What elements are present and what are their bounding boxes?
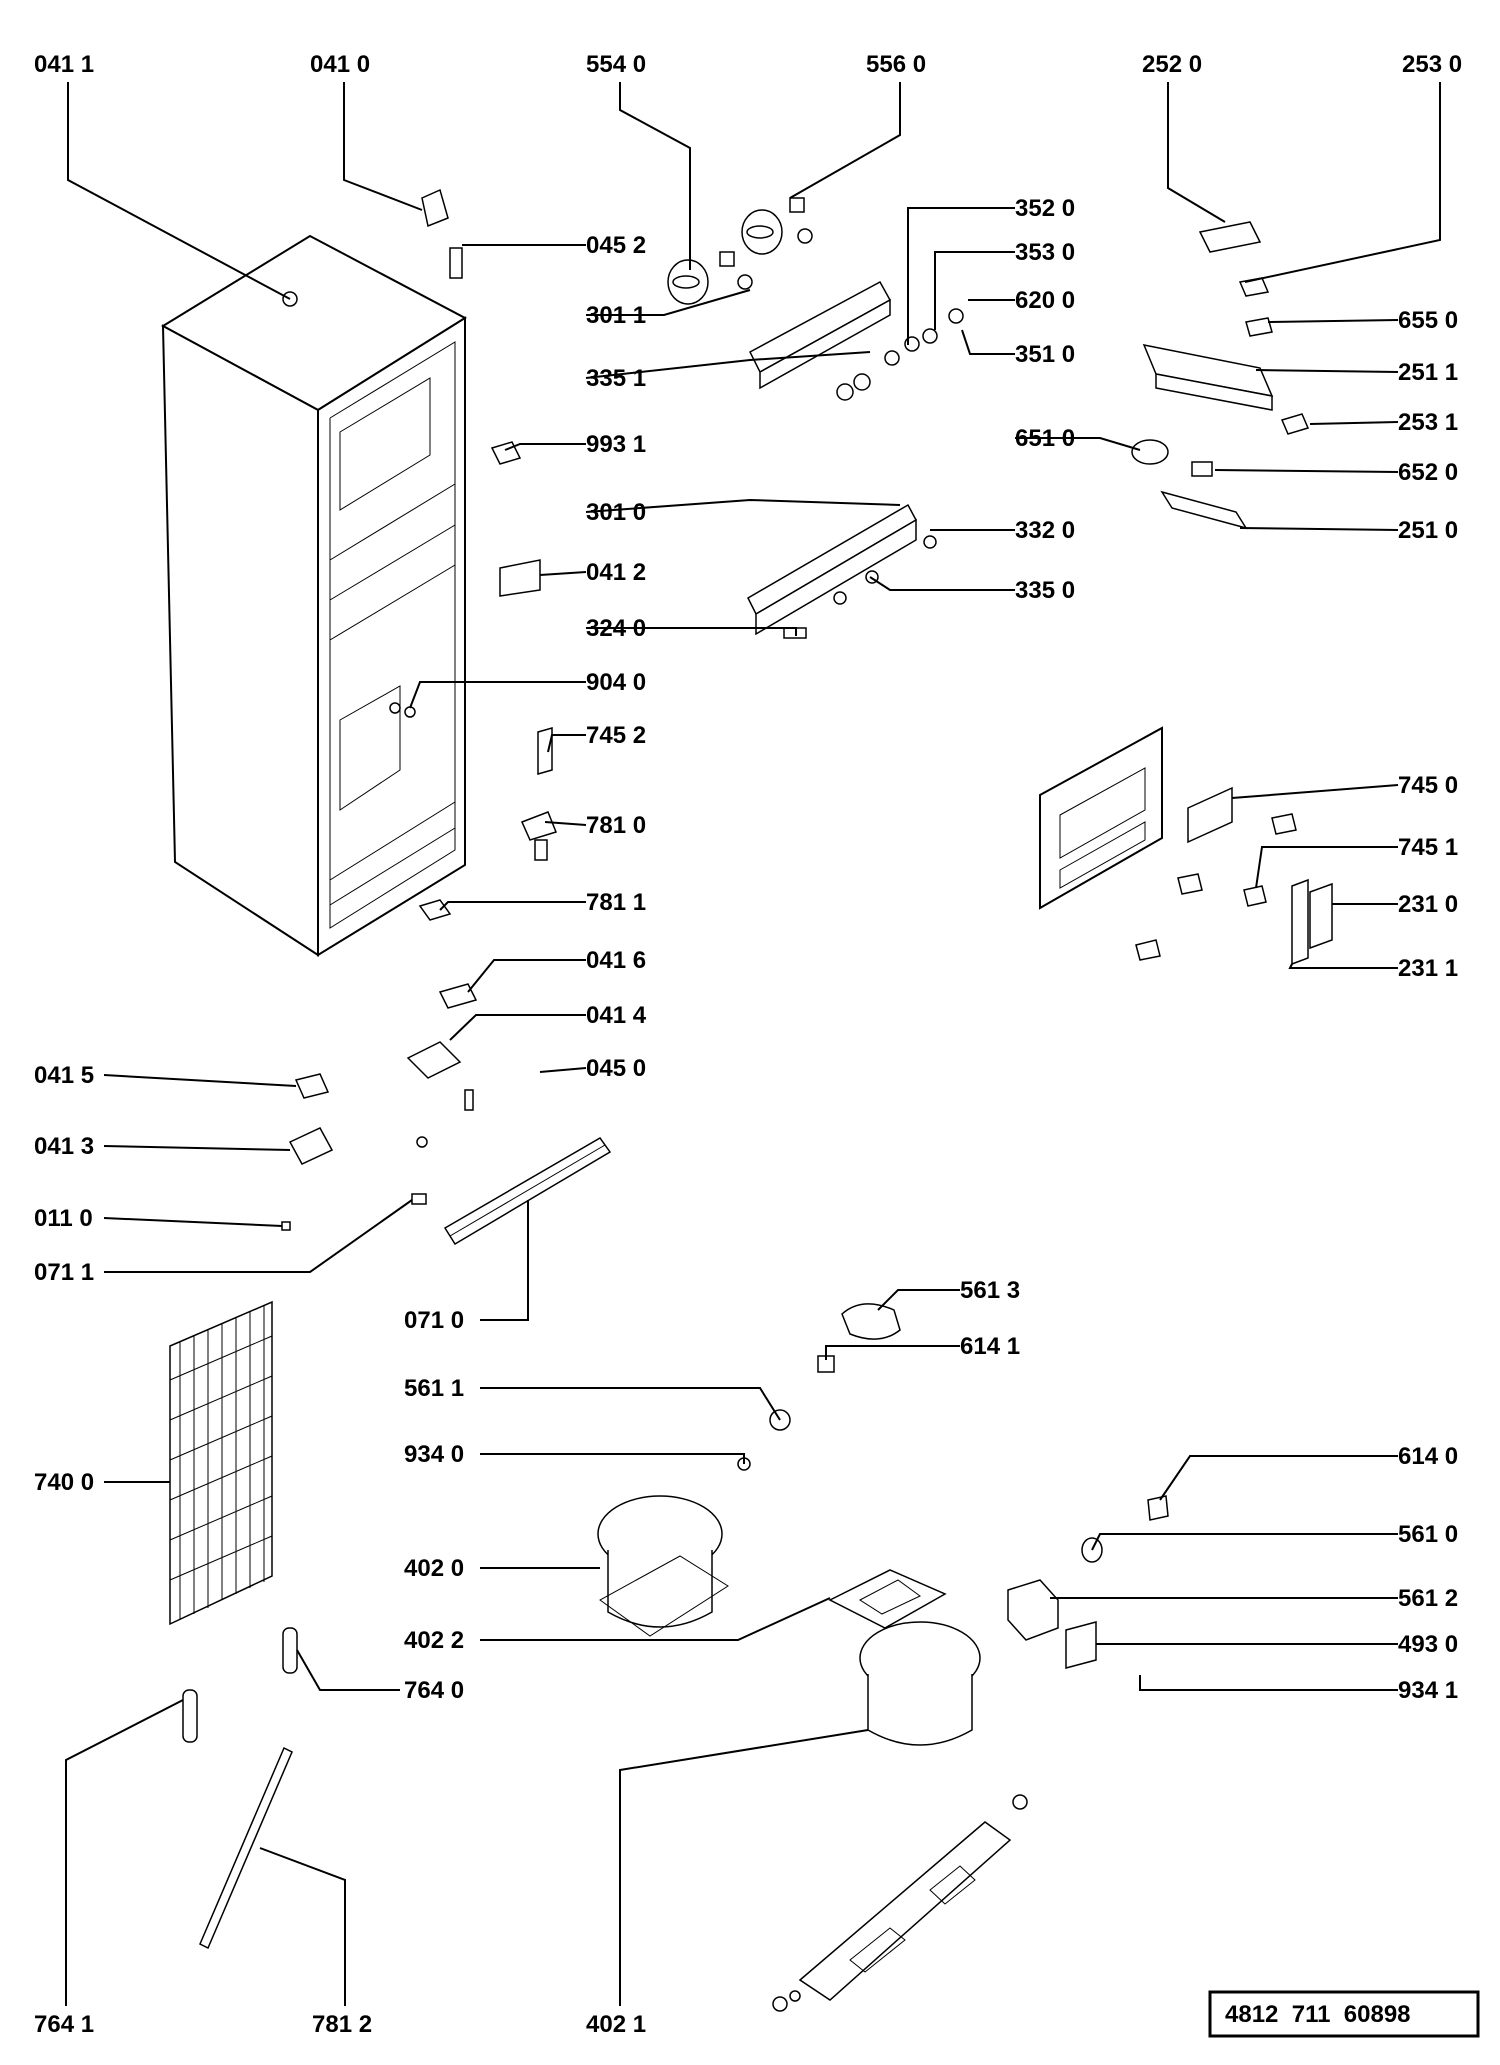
part-label-614-1: 614 1	[960, 1333, 1020, 1360]
part-label-652-0: 652 0	[1398, 459, 1458, 486]
part-label-745-2: 745 2	[586, 722, 646, 749]
base-tray-illustration	[828, 1569, 947, 1629]
compressor-bottom-illustration	[772, 1621, 1028, 2012]
part-label-745-1: 745 1	[1398, 834, 1458, 861]
compressor-top-illustration	[597, 1495, 729, 1637]
document-reference-box: 4812 711 60898	[1208, 1990, 1480, 2038]
rail-illustration	[443, 1137, 612, 1246]
part-label-041-1: 041 1	[34, 51, 94, 78]
part-label-764-0: 764 0	[404, 1677, 464, 1704]
hinge-parts	[281, 188, 557, 1231]
compressor-electrical-parts	[737, 1303, 1169, 1669]
filter-tubes	[182, 1627, 298, 1950]
part-label-335-1: 335 1	[586, 365, 646, 392]
part-label-324-0: 324 0	[586, 615, 646, 642]
part-label-764-1: 764 1	[34, 2011, 94, 2038]
part-label-045-2: 045 2	[586, 232, 646, 259]
condenser-illustration	[169, 1300, 273, 1626]
control-parts-top	[667, 197, 964, 639]
part-label-231-1: 231 1	[1398, 955, 1458, 982]
cabinet-illustration	[160, 234, 468, 957]
part-label-620-0: 620 0	[1015, 287, 1075, 314]
part-label-251-1: 251 1	[1398, 359, 1458, 386]
part-label-781-0: 781 0	[586, 812, 646, 839]
part-label-041-4: 041 4	[586, 1002, 647, 1029]
part-label-561-0: 561 0	[1398, 1521, 1458, 1548]
part-label-045-0: 045 0	[586, 1055, 646, 1082]
part-label-332-0: 332 0	[1015, 517, 1075, 544]
part-label-253-0: 253 0	[1402, 51, 1462, 78]
control-panel-illustration	[1039, 726, 1333, 966]
part-label-402-2: 402 2	[404, 1627, 464, 1654]
part-label-353-0: 353 0	[1015, 239, 1075, 266]
part-label-301-1: 301 1	[586, 302, 646, 329]
part-label-556-0: 556 0	[866, 51, 926, 78]
part-label-352-0: 352 0	[1015, 195, 1075, 222]
part-label-251-0: 251 0	[1398, 517, 1458, 544]
part-label-071-0: 071 0	[404, 1307, 464, 1334]
control-parts-right	[1131, 221, 1310, 530]
part-label-231-0: 231 0	[1398, 891, 1458, 918]
part-label-561-1: 561 1	[404, 1375, 464, 1402]
part-label-253-1: 253 1	[1398, 409, 1458, 436]
part-label-561-2: 561 2	[1398, 1585, 1458, 1612]
part-number-labels: 041 1 041 0 554 0 556 0 252 0 253 0 045 …	[34, 51, 1462, 2038]
part-label-252-0: 252 0	[1142, 51, 1202, 78]
part-label-071-1: 071 1	[34, 1259, 94, 1286]
part-label-740-0: 740 0	[34, 1469, 94, 1496]
part-label-335-0: 335 0	[1015, 577, 1075, 604]
part-label-041-0: 041 0	[310, 51, 370, 78]
part-label-993-1: 993 1	[586, 431, 646, 458]
part-label-041-6: 041 6	[586, 947, 646, 974]
part-label-041-2: 041 2	[586, 559, 646, 586]
part-label-781-1: 781 1	[586, 889, 646, 916]
document-reference-number: 4812 711 60898	[1225, 2001, 1411, 2028]
part-label-041-3: 041 3	[34, 1133, 94, 1160]
part-label-934-1: 934 1	[1398, 1677, 1458, 1704]
part-label-402-1: 402 1	[586, 2011, 646, 2038]
part-label-655-0: 655 0	[1398, 307, 1458, 334]
part-label-651-0: 651 0	[1015, 425, 1075, 452]
part-label-041-5: 041 5	[34, 1062, 94, 1089]
part-label-402-0: 402 0	[404, 1555, 464, 1582]
leader-lines	[65, 82, 1441, 2006]
part-label-351-0: 351 0	[1015, 341, 1075, 368]
part-label-493-0: 493 0	[1398, 1631, 1458, 1658]
part-label-011-0: 011 0	[34, 1205, 93, 1232]
part-label-554-0: 554 0	[586, 51, 646, 78]
part-label-904-0: 904 0	[586, 669, 646, 696]
part-label-781-2: 781 2	[312, 2011, 372, 2038]
part-label-934-0: 934 0	[404, 1441, 464, 1468]
part-label-301-0: 301 0	[586, 499, 646, 526]
part-label-745-0: 745 0	[1398, 772, 1458, 799]
part-label-561-3: 561 3	[960, 1277, 1020, 1304]
part-label-614-0: 614 0	[1398, 1443, 1458, 1470]
